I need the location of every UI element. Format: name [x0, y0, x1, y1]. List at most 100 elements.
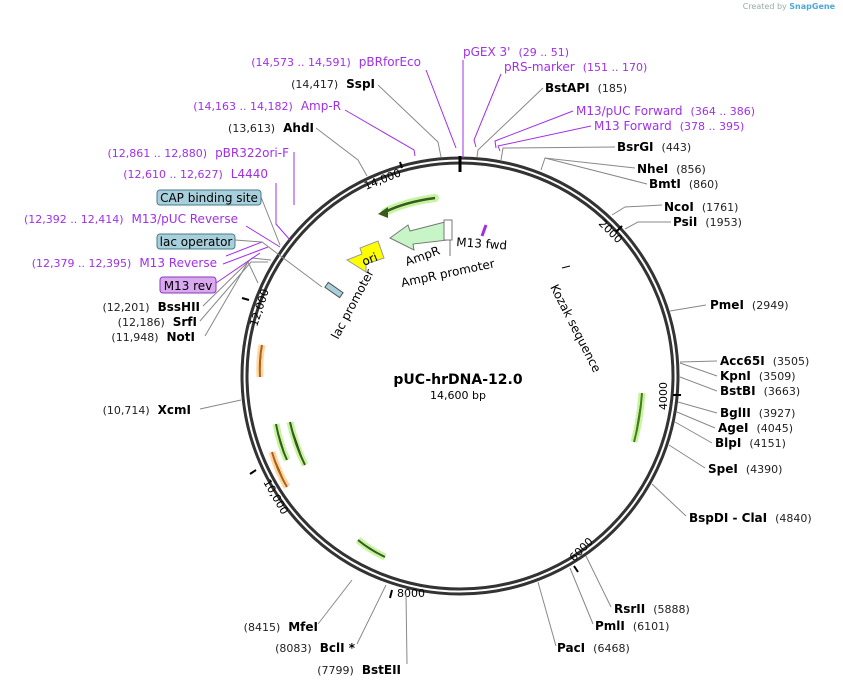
ori-label: ori: [360, 250, 380, 269]
enzyme-position: (3509): [759, 370, 796, 383]
enzyme-label[interactable]: PsiI: [673, 215, 697, 229]
enzyme-label[interactable]: NheI: [637, 162, 668, 176]
enzyme-position: (3927): [759, 407, 796, 420]
primer-label[interactable]: pBR322ori-F: [215, 146, 289, 160]
enzyme-label[interactable]: PmlI: [595, 619, 625, 633]
enzyme-label[interactable]: BclI *: [320, 641, 356, 655]
enzyme-position: (8415): [244, 621, 281, 634]
enzyme-position: (6101): [633, 620, 670, 633]
primer-label[interactable]: M13 Forward: [594, 119, 672, 133]
tick-label: 2000: [596, 217, 625, 246]
primer-label[interactable]: pRS-marker: [504, 60, 575, 74]
enzyme-position: (3663): [764, 385, 801, 398]
enzyme-position: (856): [676, 163, 706, 176]
enzyme-label[interactable]: BssHII: [158, 300, 200, 314]
primer-label[interactable]: M13 Reverse: [139, 256, 217, 270]
enzyme-label[interactable]: AgeI: [718, 421, 748, 435]
enzyme-position: (4390): [746, 463, 783, 476]
m13-rev-label: M13 rev: [164, 279, 213, 293]
tick-label: 14,000: [362, 166, 403, 192]
lac-promoter-label: lac promoter: [328, 267, 376, 341]
enzyme-position: (1953): [705, 216, 742, 229]
enzyme-position: (12,186): [118, 316, 165, 329]
enzyme-label[interactable]: BlpI: [715, 436, 741, 450]
enzyme-label[interactable]: KpnI: [720, 369, 751, 383]
lac-operator-label: lac operator: [160, 235, 233, 249]
enzyme-label[interactable]: SspI: [346, 77, 375, 91]
plasmid-length: 14,600 bp: [430, 389, 486, 402]
enzyme-label[interactable]: SrfI: [173, 315, 197, 329]
ori-arrow[interactable]: [345, 240, 385, 273]
primer-range: (12,379 .. 12,395): [32, 257, 132, 270]
primer-range: (12,392 .. 12,414): [24, 213, 124, 226]
cap-binding-site-label: CAP binding site: [160, 191, 258, 205]
enzyme-position: (11,948): [111, 331, 158, 344]
enzyme-label[interactable]: NcoI: [664, 200, 694, 214]
cap-binding-site-box[interactable]: [156, 189, 262, 206]
snapgene-logo: Created by SnapGene: [742, 2, 835, 11]
enzyme-label[interactable]: BstEII: [362, 663, 401, 677]
tick-label: 4000: [657, 382, 670, 410]
primer-range: (364 .. 386): [691, 105, 756, 118]
tick-label: 8000: [397, 587, 425, 600]
enzyme-label[interactable]: BspDI - ClaI: [689, 511, 767, 525]
enzyme-label[interactable]: MfeI: [288, 620, 318, 634]
lac-promoter-mark: [324, 281, 344, 299]
primer-range: (12,610 .. 12,627): [123, 168, 223, 181]
enzyme-position: (185): [598, 82, 628, 95]
primer-label[interactable]: M13/pUC Forward: [576, 104, 683, 118]
enzyme-label[interactable]: RsrII: [614, 602, 645, 616]
lac-operator-box[interactable]: [156, 233, 236, 250]
primer-label[interactable]: L4440: [231, 167, 268, 181]
primer-label[interactable]: Amp-R: [301, 99, 341, 113]
primer-range: (12,861 .. 12,880): [108, 147, 208, 160]
m13-fwd-mark: [480, 224, 488, 237]
primer-range: (29 .. 51): [518, 46, 569, 59]
enzyme-label[interactable]: SpeI: [708, 462, 738, 476]
m13-rev-box[interactable]: [159, 276, 217, 294]
enzyme-position: (3505): [773, 355, 810, 368]
m13-fwd-label: M13 fwd: [456, 235, 508, 253]
enzyme-position: (443): [662, 141, 692, 154]
enzyme-position: (13,613): [228, 122, 275, 135]
enzyme-label[interactable]: PacI: [557, 641, 585, 655]
primer-leaders: [215, 60, 592, 288]
feature-arrows: [256, 344, 646, 561]
primer-label[interactable]: pBRforEco: [359, 55, 421, 69]
primer-label[interactable]: pGEX 3': [463, 45, 510, 59]
primer-range: (151 .. 170): [583, 61, 648, 74]
tick-marks: [241, 161, 681, 599]
primer-range: (14,573 .. 14,591): [251, 56, 351, 69]
enzyme-position: (6468): [593, 642, 630, 655]
enzyme-position: (4151): [749, 437, 786, 450]
enzyme-position: (1761): [702, 201, 739, 214]
tick-label: 12,000: [247, 287, 271, 328]
enzyme-label[interactable]: Acc65I: [720, 354, 765, 368]
enzyme-position: (14,417): [291, 78, 338, 91]
enzyme-label[interactable]: BstBI: [720, 384, 756, 398]
primer-range: (378 .. 395): [680, 120, 745, 133]
enzyme-position: (860): [689, 178, 719, 191]
enzyme-label[interactable]: PmeI: [710, 298, 744, 312]
enzyme-position: (5888): [653, 603, 690, 616]
primer-label[interactable]: M13/pUC Reverse: [132, 212, 239, 226]
enzyme-position: (7799): [317, 664, 354, 677]
enzyme-position: (4840): [775, 512, 812, 525]
enzyme-label[interactable]: XcmI: [158, 403, 191, 417]
enzyme-label[interactable]: AhdI: [283, 121, 314, 135]
kozak-label: Kozak sequence: [547, 282, 603, 375]
primer-range: (14,163 .. 14,182): [193, 100, 293, 113]
enzyme-label[interactable]: BglII: [720, 406, 751, 420]
feature-arrow[interactable]: [384, 196, 436, 214]
enzyme-label[interactable]: BmtI: [649, 177, 681, 191]
enzyme-label[interactable]: NotI: [167, 330, 196, 344]
enzyme-position: (8083): [275, 642, 312, 655]
plasmid-name: pUC-hrDNA-12.0: [393, 372, 522, 388]
enzyme-position: (10,714): [103, 404, 150, 417]
enzyme-position: (12,201): [103, 301, 150, 314]
enzyme-label[interactable]: BstAPI: [545, 81, 590, 95]
ampr-arrow[interactable]: [389, 221, 449, 251]
enzyme-label[interactable]: BsrGI: [617, 140, 654, 154]
enzyme-position: (2949): [752, 299, 789, 312]
